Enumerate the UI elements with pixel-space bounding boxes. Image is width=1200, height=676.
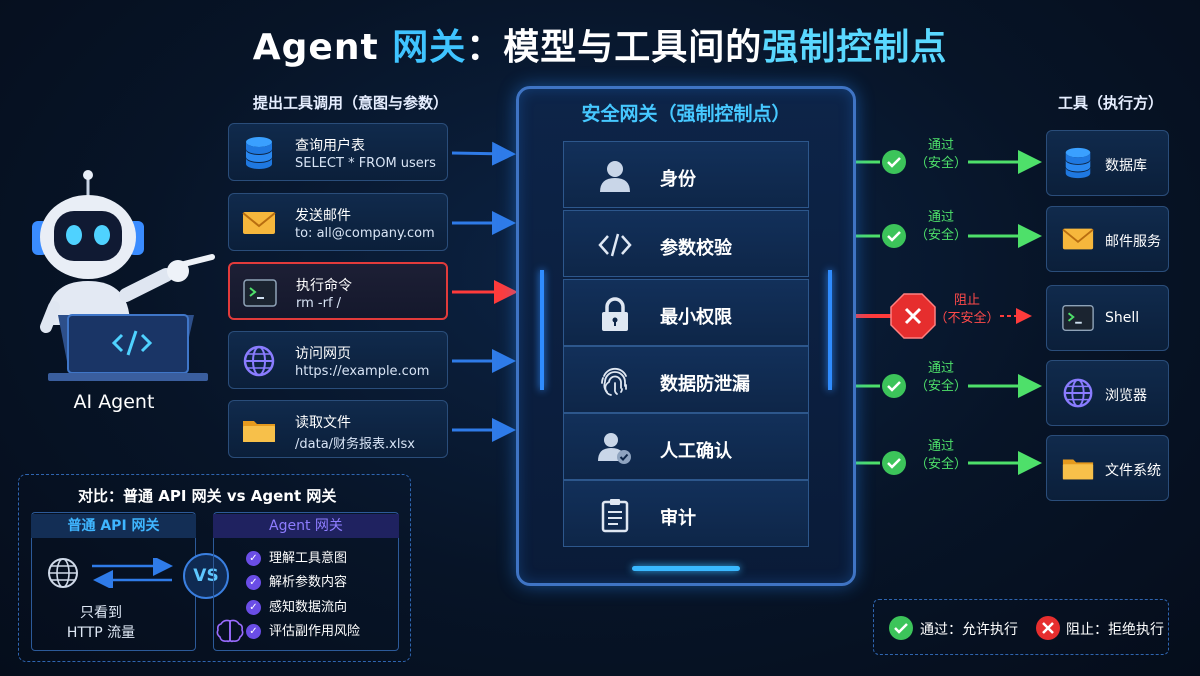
legend-block-label: 阻止：拒绝执行 <box>1066 622 1164 638</box>
title-part-middle: ：模型与工具间的 <box>466 27 763 68</box>
request-detail: SELECT * FROM users <box>295 156 436 171</box>
gateway-check-audit: 审计 <box>563 480 809 547</box>
fingerprint-icon <box>596 362 634 400</box>
gateway-check-label: 审计 <box>660 508 696 529</box>
title-part-agent: Agent <box>252 27 393 68</box>
tool-database[interactable]: 数据库 <box>1046 130 1169 196</box>
robot-icon <box>32 170 215 381</box>
check-icon: ✓ <box>246 551 261 566</box>
ai-agent-robot <box>18 165 218 395</box>
tool-label: 浏览器 <box>1105 388 1147 404</box>
request-title: 读取文件 <box>295 415 351 431</box>
arrow-request-1 <box>451 141 516 166</box>
title-part-gateway: 网关 <box>392 27 467 68</box>
gateway-check-dlp: 数据防泄漏 <box>563 346 809 413</box>
request-detail: rm -rf / <box>296 296 342 311</box>
check-icon: ✓ <box>246 600 261 615</box>
request-card-read-file[interactable]: 读取文件 /data/财务报表.xlsx <box>228 400 448 458</box>
decision-label-4: 通过（安全） <box>914 361 967 394</box>
legend <box>873 599 1169 655</box>
globe-icon <box>1061 376 1095 410</box>
tool-browser[interactable]: 浏览器 <box>1046 360 1169 426</box>
brain-icon <box>216 619 244 643</box>
request-title: 访问网页 <box>295 346 351 362</box>
request-detail: to: all@company.com <box>295 226 435 241</box>
vs-badge: VS <box>183 553 229 599</box>
agent-gateway-title: Agent 网关 <box>213 514 399 538</box>
block-stop-icon <box>890 293 936 339</box>
terminal-icon <box>1061 301 1095 335</box>
decision-label-3-block: 阻止（不安全） <box>934 293 1000 326</box>
right-column-heading: 工具（执行方） <box>1058 94 1164 112</box>
code-icon <box>596 226 634 264</box>
request-title: 发送邮件 <box>295 208 351 224</box>
block-x-icon <box>1036 616 1060 640</box>
title-part-control-point: 强制控制点 <box>762 27 948 68</box>
agent-capability-item: ✓感知数据流向 <box>246 596 347 615</box>
left-column-heading: 提出工具调用（意图与参数） <box>253 94 449 112</box>
pass-check-icon <box>889 616 913 640</box>
comparison-title: 对比：普通 API 网关 vs Agent 网关 <box>78 487 337 505</box>
gateway-check-human-confirm: 人工确认 <box>563 413 809 480</box>
comparison-panel <box>18 474 411 662</box>
gateway-check-label: 最小权限 <box>660 307 732 328</box>
check-icon: ✓ <box>246 575 261 590</box>
gateway-check-label: 参数校验 <box>660 238 732 259</box>
tool-label: Shell <box>1105 310 1140 326</box>
agent-label: AI Agent <box>73 391 155 413</box>
gateway-check-least-privilege: 最小权限 <box>563 279 809 346</box>
clipboard-icon <box>596 496 634 534</box>
tool-file-system[interactable]: 文件系统 <box>1046 435 1169 501</box>
request-card-send-email[interactable]: 发送邮件 to: all@company.com <box>228 193 448 251</box>
lock-icon <box>596 295 634 333</box>
agent-capability-item: ✓解析参数内容 <box>246 571 347 590</box>
folder-icon <box>1061 451 1095 485</box>
tool-label: 邮件服务 <box>1105 234 1161 250</box>
request-title: 执行命令 <box>296 278 352 294</box>
gateway-glow-bottom <box>632 566 740 571</box>
request-card-visit-web[interactable]: 访问网页 https://example.com <box>228 331 448 389</box>
decision-label-5: 通过（安全） <box>914 439 967 472</box>
pass-check-icon <box>882 374 906 398</box>
decision-label-1: 通过（安全） <box>914 138 967 171</box>
gateway-check-params: 参数校验 <box>563 210 809 277</box>
normal-gateway-desc: 只看到 HTTP 流量 <box>66 605 136 641</box>
agent-capability-item: ✓评估副作用风险 <box>246 620 360 639</box>
gateway-glow-left <box>540 270 544 390</box>
decision-label-2: 通过（安全） <box>914 210 967 243</box>
user-check-icon <box>596 429 634 467</box>
gateway-check-label: 数据防泄漏 <box>660 374 750 395</box>
mail-icon <box>1061 222 1095 256</box>
pass-check-icon <box>882 451 906 475</box>
request-detail: https://example.com <box>295 364 430 379</box>
globe-icon <box>48 558 78 588</box>
gateway-check-identity: 身份 <box>563 141 809 208</box>
tool-label: 文件系统 <box>1105 463 1161 479</box>
database-icon <box>1061 146 1095 180</box>
request-card-exec-command[interactable]: 执行命令 rm -rf / <box>228 262 448 320</box>
user-icon <box>596 157 634 195</box>
normal-gateway-title: 普通 API 网关 <box>31 514 196 538</box>
gateway-check-label: 人工确认 <box>660 441 732 462</box>
request-title: 查询用户表 <box>295 138 365 154</box>
tool-mail-service[interactable]: 邮件服务 <box>1046 206 1169 272</box>
tool-label: 数据库 <box>1105 158 1147 174</box>
gateway-glow-right <box>828 270 832 390</box>
page-title: Agent 网关：模型与工具间的强制控制点 <box>0 18 1200 70</box>
legend-pass-label: 通过：允许执行 <box>920 622 1018 638</box>
gateway-check-label: 身份 <box>660 169 696 190</box>
request-card-query-users[interactable]: 查询用户表 SELECT * FROM users <box>228 123 448 181</box>
bidirectional-arrows <box>92 558 173 588</box>
agent-gateway-box <box>213 512 399 651</box>
gateway-title: 安全网关（强制控制点） <box>581 103 791 125</box>
request-detail: /data/财务报表.xlsx <box>295 437 415 452</box>
pass-check-icon <box>882 150 906 174</box>
tool-shell[interactable]: Shell <box>1046 285 1169 351</box>
check-icon: ✓ <box>246 624 261 639</box>
pass-check-icon <box>882 224 906 248</box>
agent-capability-item: ✓理解工具意图 <box>246 547 347 566</box>
